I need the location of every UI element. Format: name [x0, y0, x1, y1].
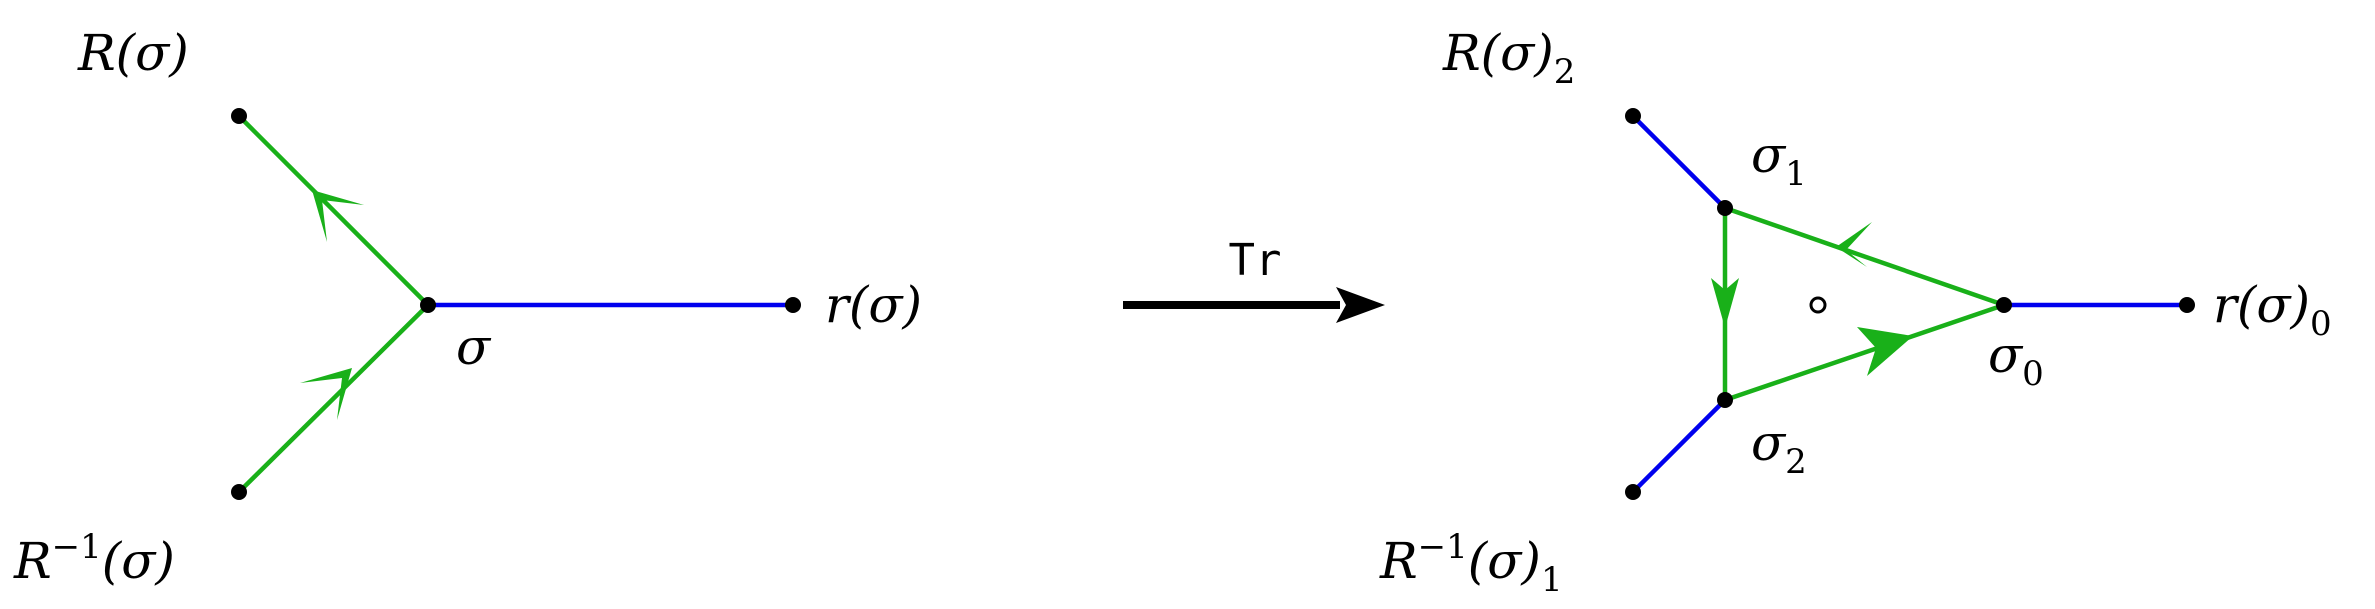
- left-label-R: R(σ): [77, 24, 189, 82]
- right-arrowhead-top: [1836, 222, 1872, 267]
- left-node-R: [231, 108, 247, 124]
- right-node-Rinv1: [1625, 484, 1641, 500]
- right-arrowhead-left: [1711, 278, 1739, 328]
- right-label-r0: r(σ)0: [2213, 276, 2332, 344]
- left-edge-sigma-to-R: [237, 114, 430, 307]
- right-node-sigma0: [1996, 297, 2012, 313]
- right-node-sigma1: [1717, 200, 1733, 216]
- right-node-sigma2: [1717, 392, 1733, 408]
- center-mark: [1809, 296, 1827, 314]
- left-label-sigma: σ: [456, 318, 492, 376]
- transform-label: Tr: [1229, 235, 1282, 286]
- transform-arrow-head: [1336, 287, 1385, 323]
- left-arrowhead-lower: [300, 368, 352, 420]
- left-arrowhead-up: [312, 190, 364, 242]
- right-label-R2: R(σ)2: [1442, 24, 1575, 92]
- right-label-sigma1: σ1: [1751, 126, 1807, 194]
- right-label-sigma0: σ0: [1988, 326, 2044, 394]
- left-node-sigma: [420, 297, 436, 313]
- left-edge-Rinv-to-sigma: [237, 303, 430, 494]
- right-label-sigma2: σ2: [1751, 414, 1807, 482]
- transform-arrow: Tr: [1123, 235, 1385, 323]
- right-label-Rinv1: R−1(σ)1: [1379, 527, 1563, 600]
- left-node-r: [785, 297, 801, 313]
- left-node-Rinv: [231, 484, 247, 500]
- right-edge-sigma0-to-sigma1: [1724, 205, 2005, 308]
- right-edge-sigma2-to-sigma0: [1724, 302, 2005, 403]
- right-node-R2: [1625, 108, 1641, 124]
- left-label-Rinv: R−1(σ): [13, 527, 175, 590]
- right-edge-sigma2-to-Rinv1: [1631, 398, 1727, 494]
- right-node-r0: [2179, 297, 2195, 313]
- left-graph: R(σ) R−1(σ) r(σ) σ: [13, 24, 922, 590]
- right-graph: R(σ)2 σ1 σ2 σ0 r(σ)0 R−1(σ)1 ∘: [1379, 24, 2332, 600]
- left-label-r: r(σ): [825, 276, 922, 334]
- right-arrowhead-bottom: [1857, 327, 1913, 376]
- right-edge-sigma1-to-R2: [1631, 114, 1727, 210]
